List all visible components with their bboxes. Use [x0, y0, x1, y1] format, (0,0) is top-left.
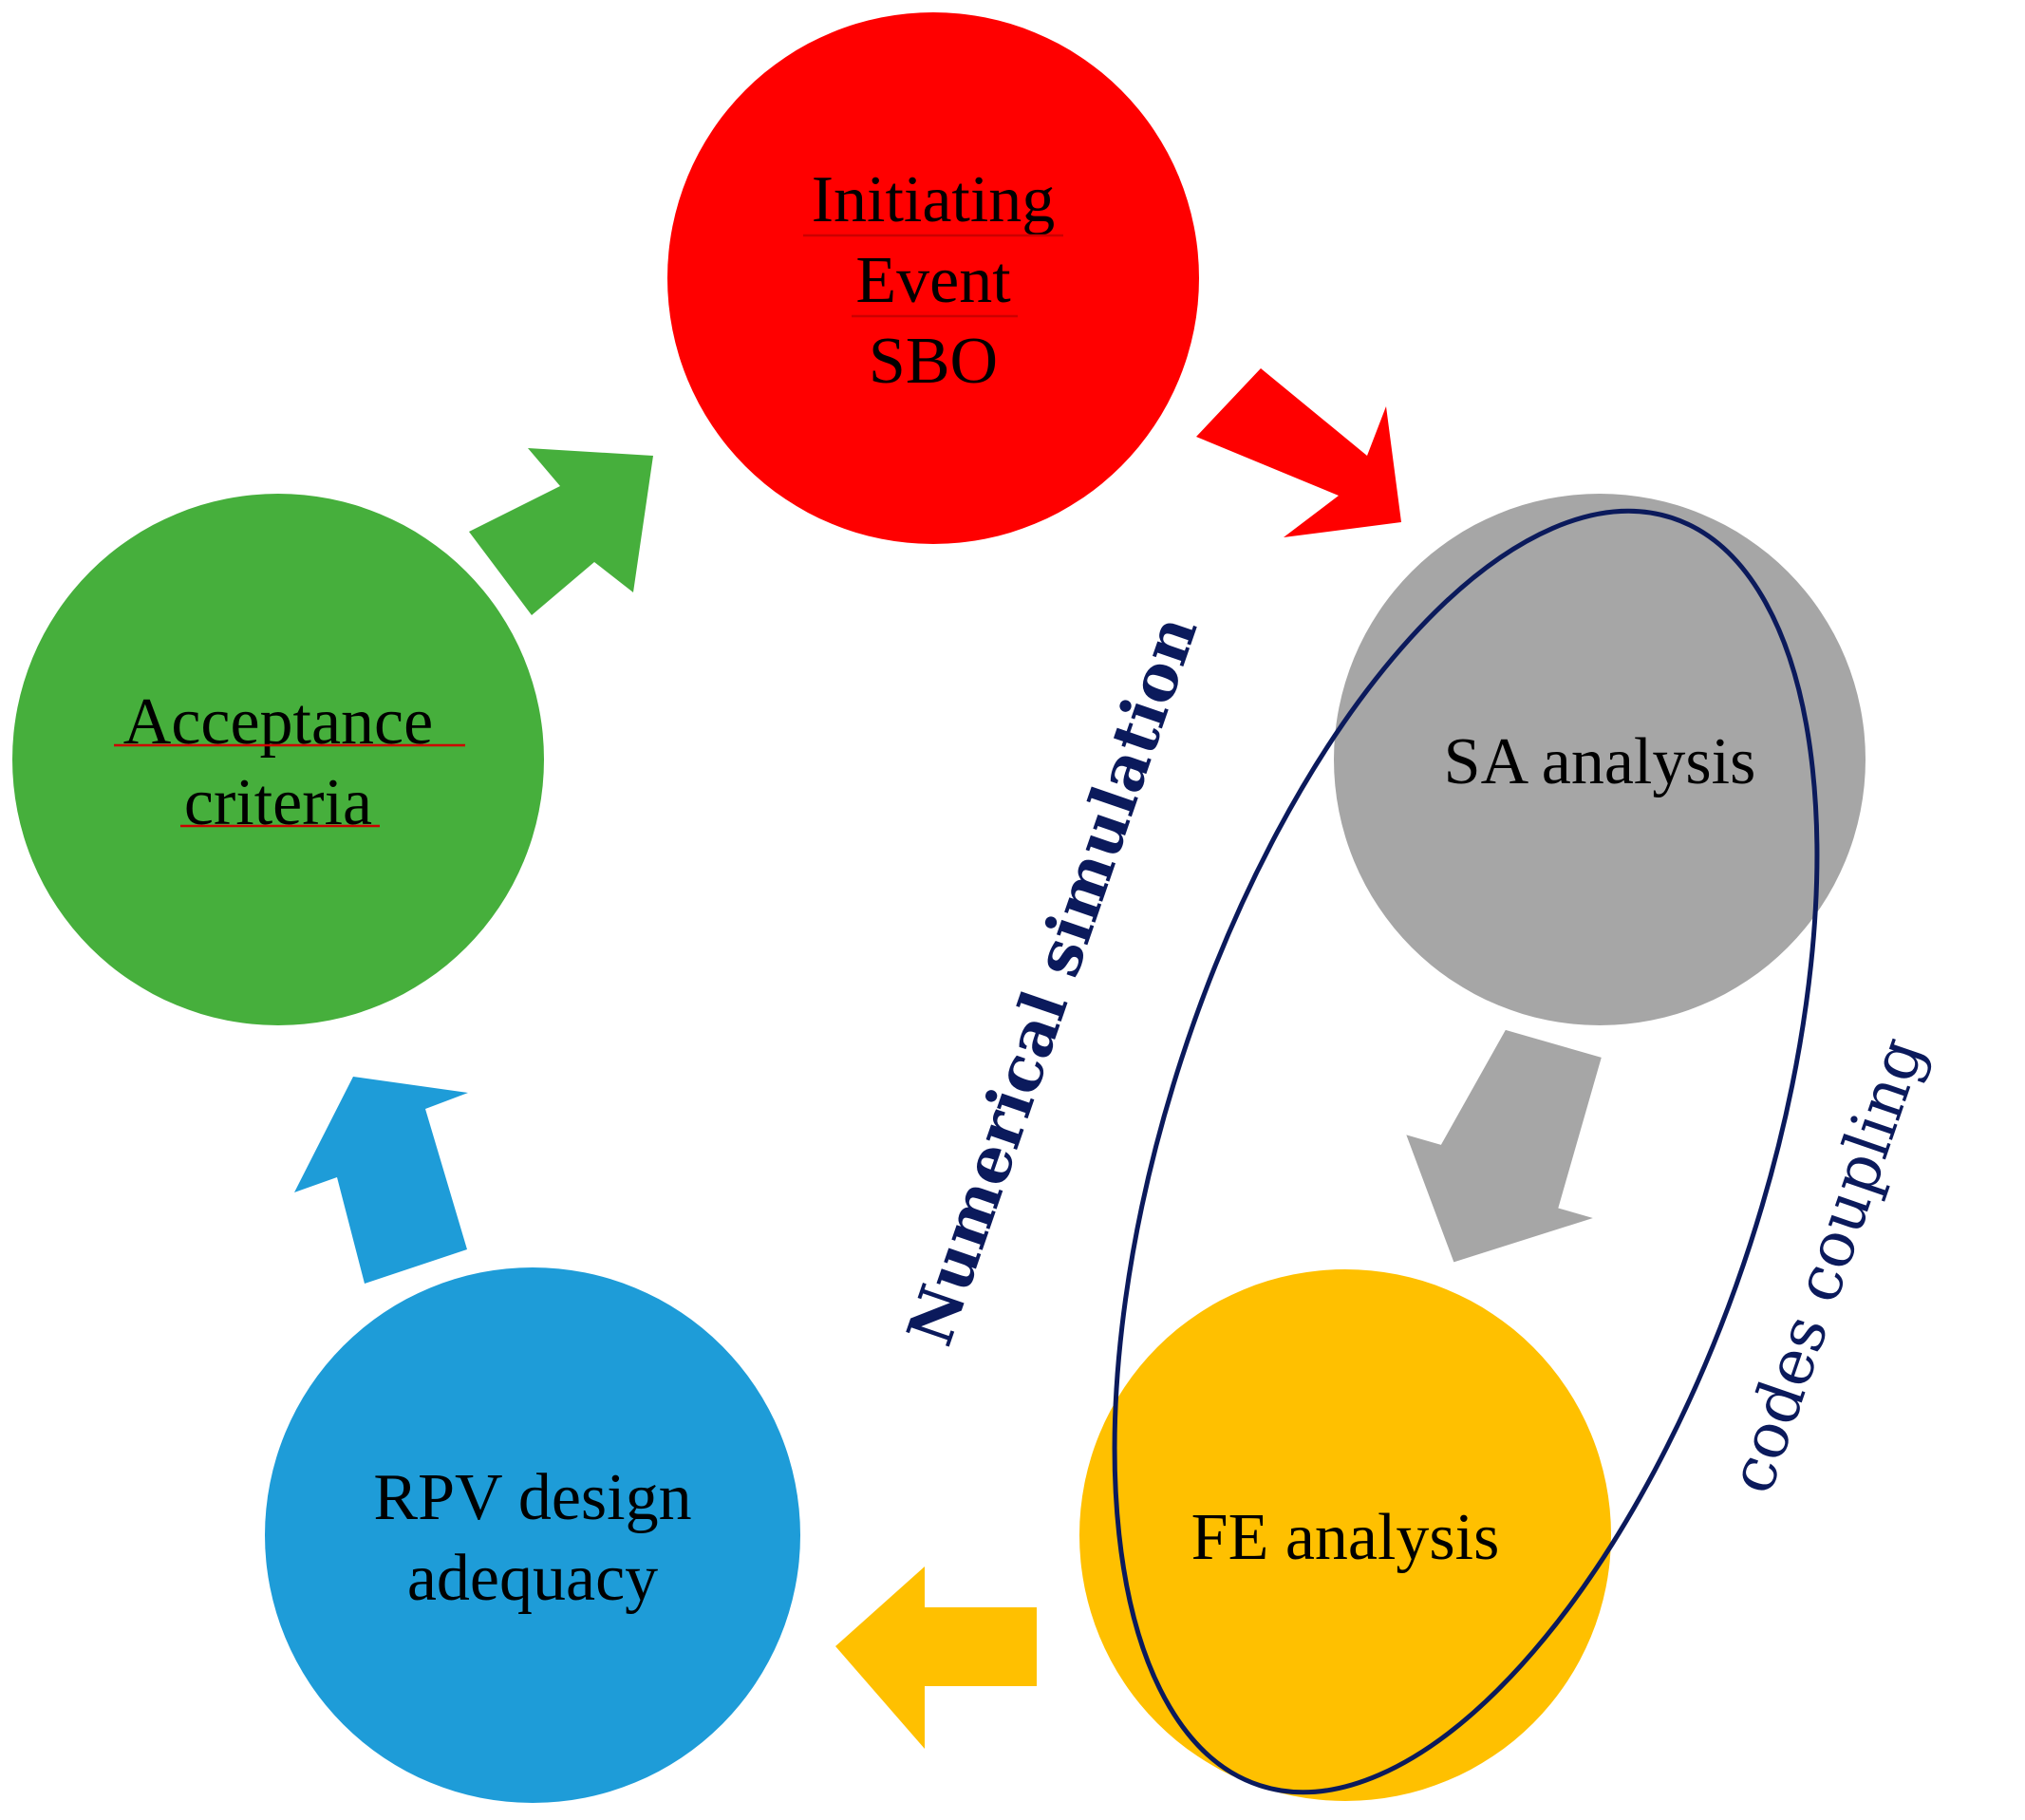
gray-arrow-icon	[1406, 1029, 1602, 1263]
rpv-design-line-1: RPV design	[373, 1461, 691, 1534]
fe-analysis-circle	[1079, 1269, 1611, 1801]
sa-analysis-circle	[1334, 494, 1866, 1025]
initiating-event-circle	[667, 12, 1199, 544]
acceptance-criteria-circle	[12, 494, 544, 1025]
acceptance-line-2: criteria	[184, 766, 372, 839]
codes-coupling-label: codes coupling	[1715, 1028, 1939, 1502]
blue-arrow-icon	[294, 1077, 468, 1284]
rpv-design-line-2: adequacy	[407, 1542, 658, 1615]
initiating-event-line-3: SBO	[869, 325, 998, 398]
initiating-event-line-1: Initiating	[812, 163, 1056, 236]
yellow-arrow-icon	[835, 1567, 1037, 1749]
acceptance-line-1: Acceptance	[123, 685, 433, 759]
codes-coupling-ellipse	[1112, 508, 1820, 1795]
fe-analysis-label: FE analysis	[1191, 1501, 1500, 1574]
rpv-design-circle	[265, 1267, 800, 1803]
initiating-event-line-2: Event	[855, 244, 1011, 317]
sa-analysis-label: SA analysis	[1444, 725, 1756, 798]
red-arrow-icon	[1196, 368, 1401, 537]
green-arrow-icon	[469, 448, 653, 615]
numerical-simulation-label: Numerical simulation	[892, 607, 1211, 1355]
